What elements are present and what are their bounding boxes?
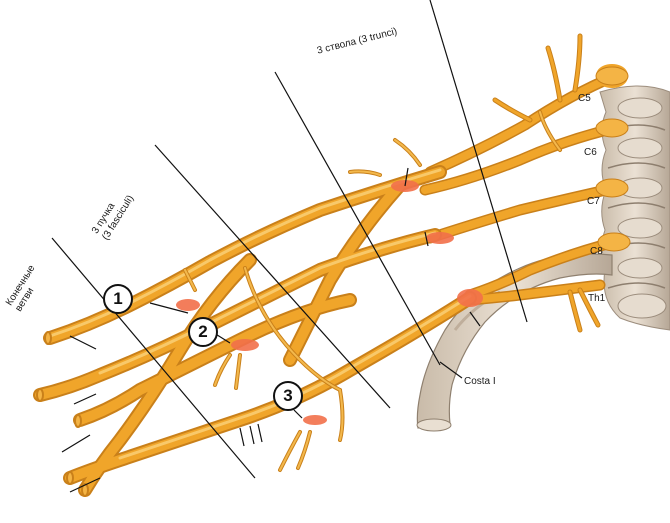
c7-label: C7: [587, 196, 600, 207]
marker-2: 2: [188, 317, 218, 347]
nerve-trunks: [33, 110, 562, 497]
nerve-roots: [419, 33, 631, 333]
lesion-marks: [176, 180, 483, 425]
marker-3: 3: [273, 381, 303, 411]
marker-1: 1: [103, 284, 133, 314]
costa-label: Costa I: [464, 376, 496, 387]
c8-label: C8: [590, 246, 603, 257]
c5-label: C5: [578, 93, 591, 104]
c6-label: C6: [584, 147, 597, 158]
th1-label: Th1: [588, 293, 606, 304]
vertebral-column: [599, 85, 670, 331]
pointer-lines: [51, 0, 528, 493]
